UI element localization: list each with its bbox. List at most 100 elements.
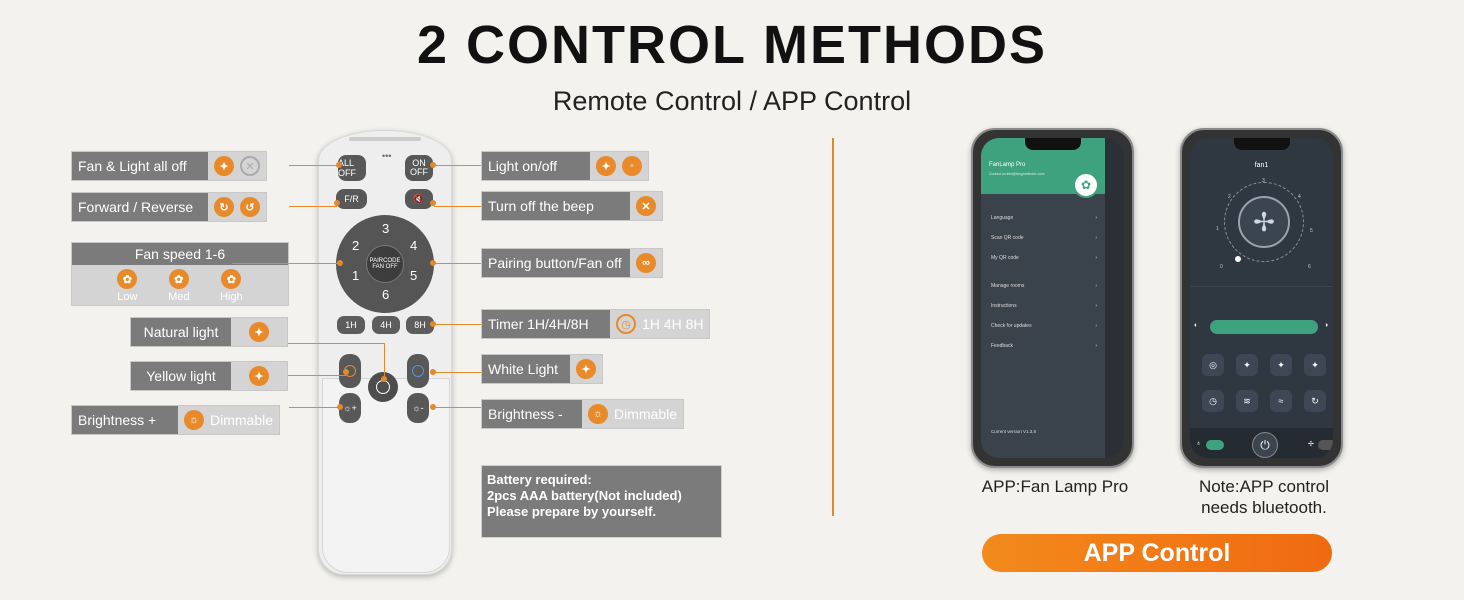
white-light-button[interactable] bbox=[407, 354, 429, 388]
reverse-control-button[interactable]: ↻ bbox=[1304, 390, 1326, 412]
sun-icon: ☼ bbox=[184, 410, 204, 430]
fan-logo-icon: ✿ bbox=[1073, 172, 1099, 198]
chevron-right-icon: › bbox=[1095, 235, 1097, 241]
speed-1[interactable]: 1 bbox=[352, 268, 360, 283]
background-pane bbox=[1105, 138, 1124, 458]
label-light-on-off: Light on/off ✦ ◦ bbox=[481, 151, 649, 181]
menu-item-scan-qr[interactable]: Scan QR code› bbox=[981, 228, 1105, 248]
all-off-button[interactable]: ALL OFF bbox=[338, 155, 366, 181]
light-on-off-button[interactable]: ON OFF bbox=[405, 155, 433, 181]
timer-control-button[interactable]: ◷ bbox=[1202, 390, 1224, 412]
menu-item-check-updates[interactable]: Check for updates › bbox=[981, 316, 1105, 336]
speed-4[interactable]: 4 bbox=[410, 238, 418, 253]
dim-icon: ◐ bbox=[1194, 322, 1199, 329]
light-toggle[interactable] bbox=[1206, 440, 1224, 450]
fr-button[interactable]: F/R bbox=[336, 189, 367, 209]
speed-knob[interactable] bbox=[1235, 256, 1241, 262]
callout-dot bbox=[337, 404, 343, 410]
fan-speed-ring[interactable] bbox=[1224, 182, 1304, 262]
callout-line bbox=[288, 343, 384, 344]
white-light-control-button[interactable]: ✦ bbox=[1304, 354, 1326, 376]
speed-2[interactable]: 2 bbox=[352, 238, 360, 253]
label-natural-light: Natural light ✦ bbox=[130, 317, 288, 347]
brightness-minus-button[interactable]: ☼- bbox=[407, 393, 429, 423]
divider bbox=[832, 138, 834, 516]
menu-item-instructions[interactable]: Instructions› bbox=[981, 296, 1105, 316]
fan-med-icon: ✿ bbox=[168, 269, 189, 289]
phone-fan-control: fan1 ✢ 0 1 2 3 4 5 6 ◐ ◑ ◎ ✦ ✦ ✦ ◷ ≋ ≈ ↻… bbox=[1180, 128, 1343, 468]
mute-button[interactable]: 🔇 bbox=[405, 189, 433, 209]
callout-line bbox=[434, 263, 481, 264]
device-name: fan1 bbox=[1254, 162, 1269, 169]
timer-8h-button[interactable]: 8H bbox=[406, 316, 434, 334]
wind-icon: ≋ bbox=[1243, 395, 1251, 406]
menu-label: Instructions bbox=[991, 303, 1017, 309]
page-subtitle: Remote Control / APP Control bbox=[552, 86, 912, 116]
callout-line bbox=[434, 324, 481, 325]
speed-3[interactable]: 3 bbox=[382, 221, 390, 236]
light-control-button[interactable]: ✦ bbox=[1236, 354, 1258, 376]
app-version: Current version V1.3.8 bbox=[991, 429, 1037, 434]
menu-item-feedback[interactable]: Feedback› bbox=[981, 336, 1105, 356]
menu-item-language[interactable]: Language› bbox=[981, 208, 1105, 228]
caption-app-name: APP:Fan Lamp Pro bbox=[981, 477, 1129, 496]
app-name: FanLamp Pro bbox=[989, 162, 1026, 168]
fan-off-icon: ✕ bbox=[240, 156, 260, 176]
timer-4h-button[interactable]: 4H bbox=[372, 316, 400, 334]
natural-light-button[interactable] bbox=[368, 372, 398, 402]
wind-control-button[interactable]: ≋ bbox=[1236, 390, 1258, 412]
page-title: 2 CONTROL METHODS bbox=[416, 15, 1048, 75]
reverse-icon: ↺ bbox=[240, 197, 260, 217]
remote-top-stripe bbox=[349, 137, 421, 141]
callout-dot bbox=[430, 162, 436, 168]
phone-screen: FanLamp Pro Contact us:info@fangruelectr… bbox=[981, 138, 1124, 458]
tick-6: 6 bbox=[1308, 264, 1311, 270]
forward-icon: ↻ bbox=[214, 197, 234, 217]
fan-toggle[interactable] bbox=[1318, 440, 1333, 450]
sun-icon: ☼ bbox=[588, 404, 608, 424]
label-text: Light on/off bbox=[482, 152, 590, 180]
speed-low-label: Low bbox=[117, 291, 138, 303]
menu-item-manage-rooms[interactable]: Manage rooms› bbox=[981, 276, 1105, 296]
label-text: Forward / Reverse bbox=[72, 193, 208, 221]
menu-item-my-qr[interactable]: My QR code› bbox=[981, 248, 1105, 268]
menu-label: Feedback bbox=[991, 343, 1013, 349]
pair-control-button[interactable]: ◎ bbox=[1202, 354, 1224, 376]
callout-line bbox=[288, 375, 346, 376]
bulb-on-icon: ✦ bbox=[596, 156, 616, 176]
label-text: Turn off the beep bbox=[482, 192, 630, 220]
brightness-slider[interactable] bbox=[1210, 320, 1318, 334]
label-fan-speed: Fan speed 1-6 ✿Low ✿Med ✿High bbox=[71, 242, 289, 306]
label-yellow-light: Yellow light ✦ bbox=[130, 361, 288, 391]
label-text: White Light bbox=[482, 355, 570, 383]
speed-high-label: High bbox=[220, 291, 243, 303]
chevron-right-icon: › bbox=[1095, 255, 1097, 261]
bulb-icon: ✦ bbox=[576, 359, 596, 379]
menu-label: Check for updates bbox=[991, 323, 1032, 329]
breeze-control-button[interactable]: ≈ bbox=[1270, 390, 1292, 412]
power-button[interactable]: ⏻ bbox=[1252, 432, 1278, 458]
bulb-icon bbox=[376, 380, 390, 394]
menu-label: Manage rooms bbox=[991, 283, 1025, 289]
timer-1h-button[interactable]: 1H bbox=[337, 316, 365, 334]
pair-fan-off-button[interactable]: PAIRCODE FAN OFF bbox=[366, 245, 404, 283]
chevron-right-icon: › bbox=[1095, 215, 1097, 221]
speed-5[interactable]: 5 bbox=[410, 268, 418, 283]
label-fan-light-all-off: Fan & Light all off ✦✕ bbox=[71, 151, 267, 181]
speed-6[interactable]: 6 bbox=[382, 287, 390, 302]
bulb-icon: ✦ bbox=[1243, 359, 1251, 370]
contact-text: Contact us:info@fangruelectric.com bbox=[989, 172, 1045, 176]
battery-line-1: Battery required: bbox=[487, 472, 592, 487]
alarm-clock-icon: ◷ bbox=[616, 314, 636, 334]
link-icon: ∞ bbox=[636, 253, 656, 273]
label-brightness-plus: Brightness + ☼Dimmable bbox=[71, 405, 281, 435]
separator bbox=[1190, 286, 1333, 287]
phone-notch bbox=[1024, 138, 1081, 150]
callout-dot bbox=[430, 404, 436, 410]
natural-light-control-button[interactable]: ✦ bbox=[1270, 354, 1292, 376]
alarm-clock-icon: ◷ bbox=[1209, 395, 1217, 406]
brightness-plus-button[interactable]: ☼+ bbox=[339, 393, 361, 423]
chevron-right-icon: › bbox=[1095, 323, 1097, 329]
bulb-off-icon: ◦ bbox=[622, 156, 642, 176]
reverse-icon: ↻ bbox=[1311, 395, 1319, 406]
